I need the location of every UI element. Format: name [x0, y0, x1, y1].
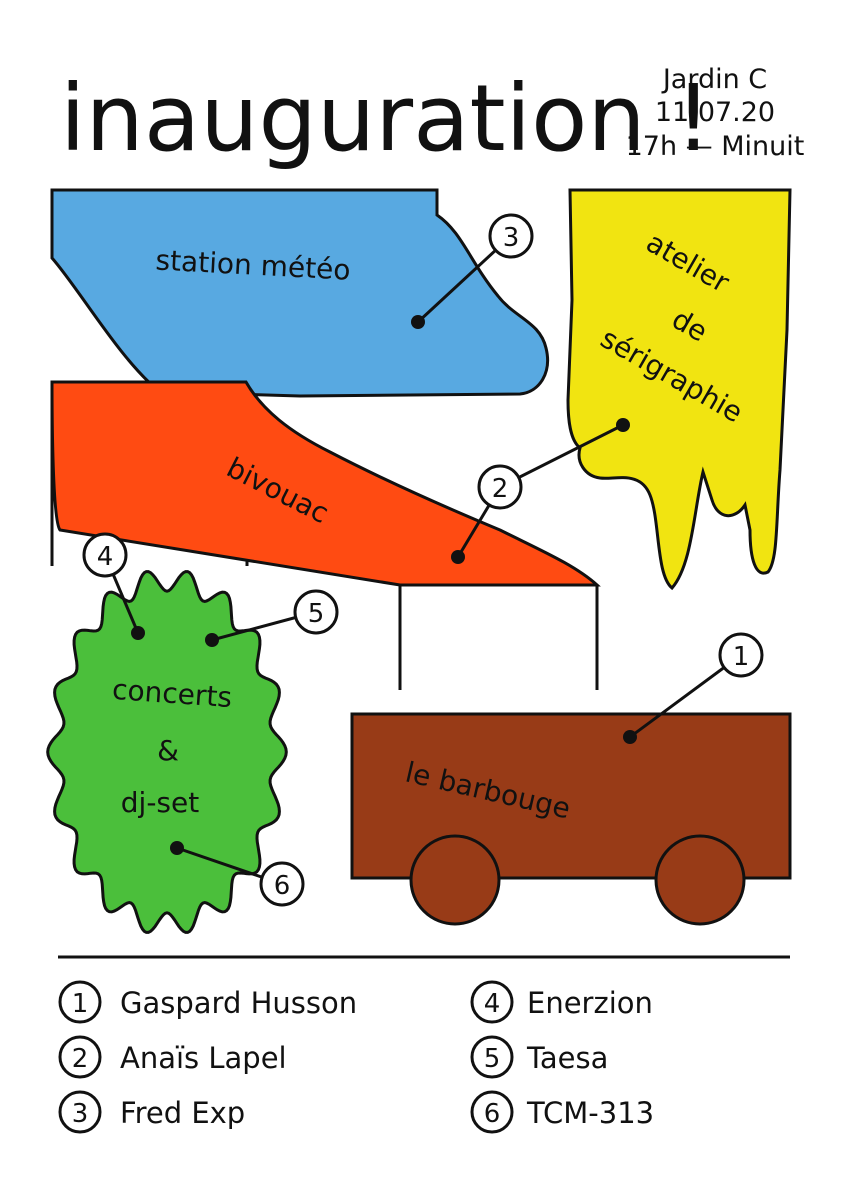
poster-title: inauguration !: [60, 65, 712, 172]
legend-item: 3 Fred Exp: [58, 1090, 245, 1134]
marker-5: 5: [293, 589, 339, 635]
legend-item: 2 Anaïs Lapel: [58, 1035, 287, 1079]
marker-6: 6: [259, 861, 305, 907]
legend-number: 1: [72, 989, 89, 1019]
zone-bivouac: [50, 380, 601, 587]
legend-number: 5: [484, 1044, 501, 1074]
legend-artist-name: Taesa: [526, 1041, 608, 1075]
marker-number: 3: [503, 223, 520, 253]
legend-artist-name: Anaïs Lapel: [120, 1041, 287, 1075]
legend-number-circle: [58, 980, 102, 1024]
marker-number: 1: [733, 642, 750, 672]
marker-4: 4: [82, 532, 128, 578]
marker-number: 4: [97, 542, 114, 572]
legend-number-circle: [58, 1090, 102, 1134]
legend-artist-name: TCM-313: [526, 1096, 654, 1130]
label-concerts-line2: &: [157, 734, 179, 767]
legend: 1 Gaspard Husson 2 Anaïs Lapel 3 Fred Exp 4 Ene…: [58, 980, 654, 1134]
marker-2: 2: [477, 464, 523, 510]
legend-number: 4: [484, 989, 501, 1019]
legend-number: 2: [72, 1044, 89, 1074]
legend-item: 5 Taesa: [470, 1035, 608, 1079]
legend-number-circle: [58, 1035, 102, 1079]
callout-dots: [131, 315, 637, 855]
legend-item: 4 Enerzion: [470, 980, 653, 1024]
legend-number: 6: [484, 1099, 501, 1129]
zone-station-meteo: [50, 188, 549, 398]
zone-concerts-dj-set: [46, 570, 288, 934]
legend-number-circle: [470, 1090, 514, 1134]
legend-number-circle: [470, 1035, 514, 1079]
info-place: Jardin C: [661, 64, 767, 95]
marker-number: 2: [492, 474, 509, 504]
legend-artist-name: Enerzion: [527, 986, 653, 1020]
legend-artist-name: Fred Exp: [120, 1096, 245, 1130]
legend-artist-name: Gaspard Husson: [120, 986, 357, 1020]
legend-item: 1 Gaspard Husson: [58, 980, 357, 1024]
legend-number-circle: [470, 980, 514, 1024]
info-hours: 17h — Minuit: [626, 131, 805, 162]
zone-atelier-serigraphie: [566, 188, 792, 591]
marker-1: 1: [718, 632, 764, 678]
legend-item: 6 TCM-313: [470, 1090, 654, 1134]
marker-3: 3: [488, 213, 534, 259]
legend-number: 3: [72, 1099, 89, 1129]
wheel-right: [654, 834, 746, 926]
marker-number: 6: [274, 871, 291, 901]
info-date: 11.07.20: [655, 97, 775, 128]
label-concerts-line3: dj-set: [121, 786, 199, 819]
wheel-left: [409, 834, 501, 926]
marker-number: 5: [308, 599, 325, 629]
